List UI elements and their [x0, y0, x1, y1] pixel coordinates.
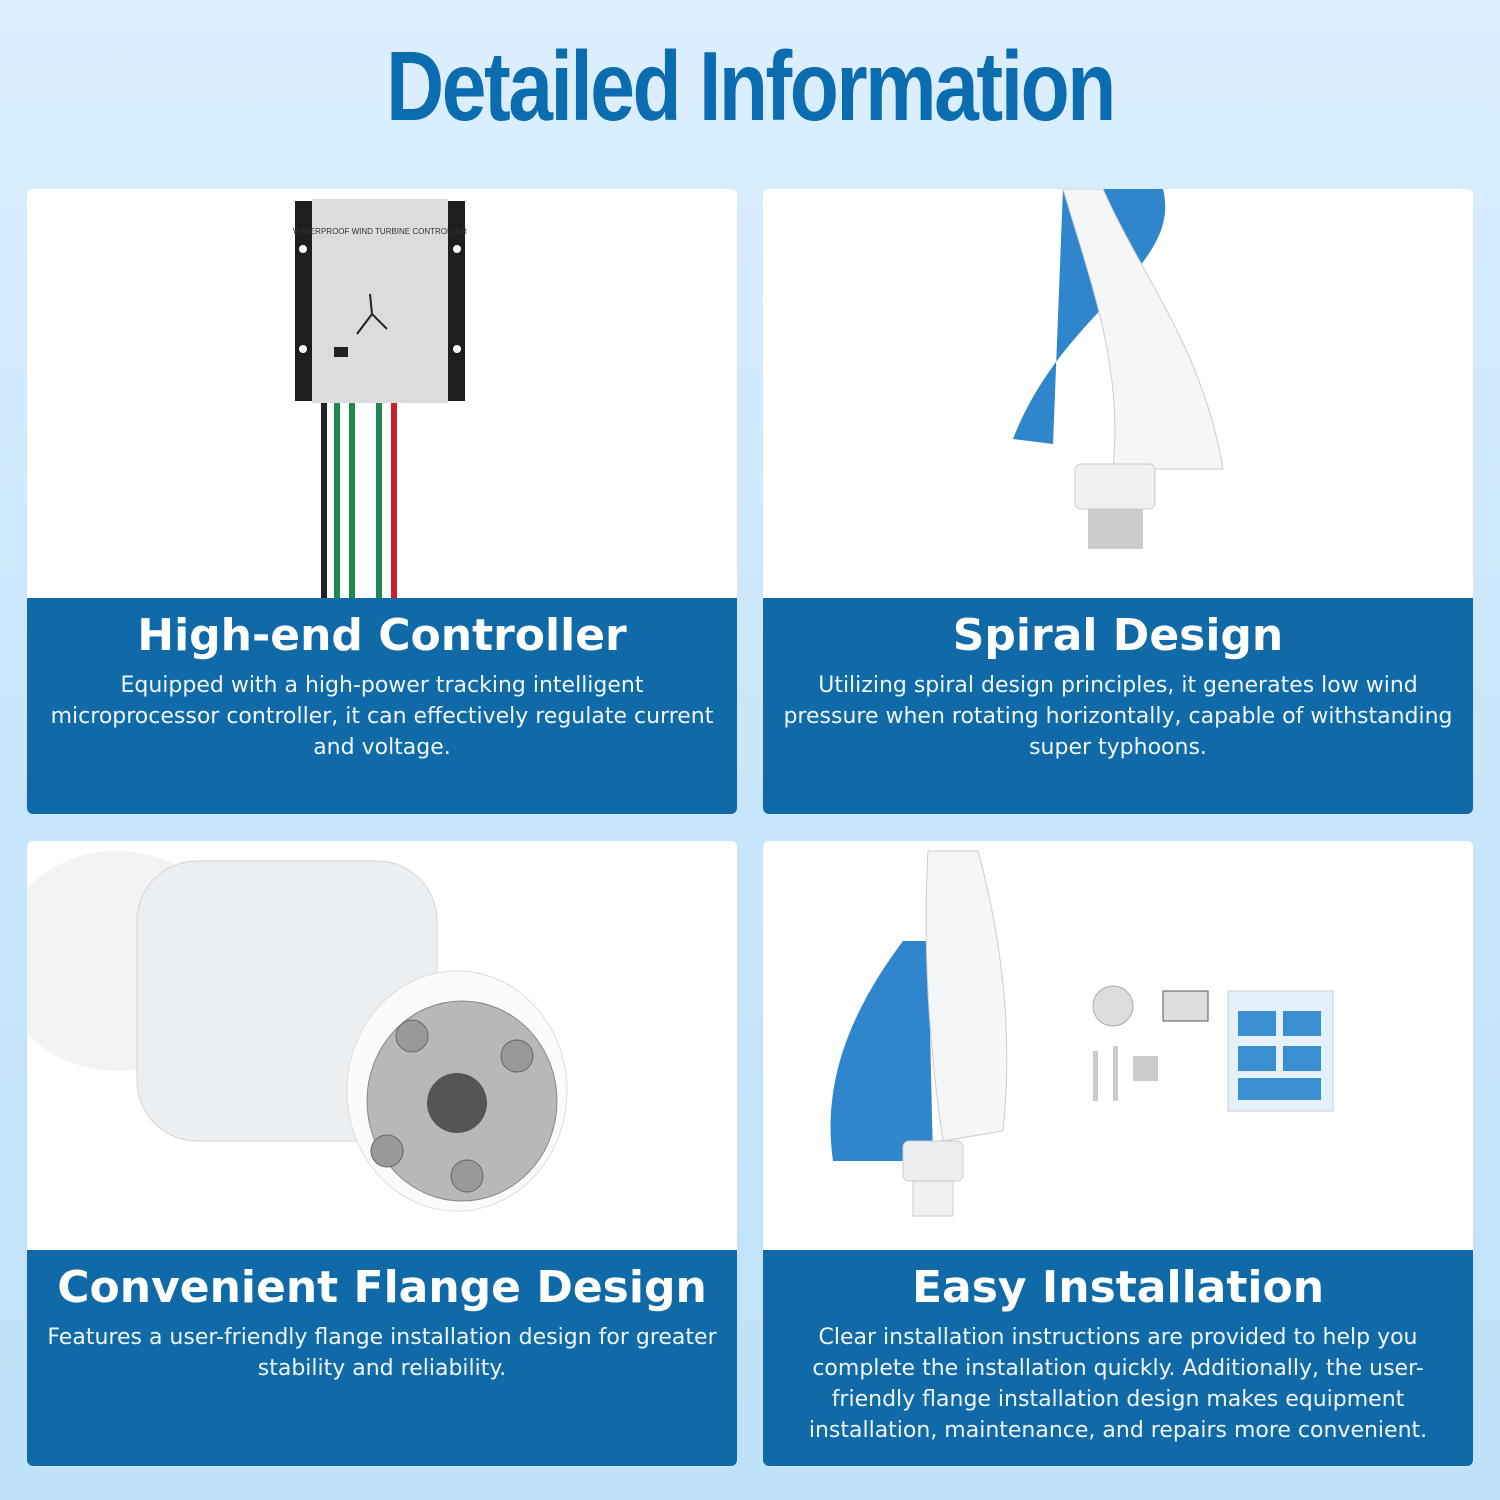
card-heading: Spiral Design	[952, 610, 1284, 661]
card-heading: Convenient Flange Design	[57, 1262, 707, 1313]
spiral-card: Spiral Design Utilizing spiral design pr…	[763, 189, 1473, 814]
flange-panel: Convenient Flange Design Features a user…	[27, 1250, 737, 1466]
svg-text:WATERPROOF WIND TURBINE CONTRO: WATERPROOF WIND TURBINE CONTROLLER	[293, 227, 467, 236]
card-text: Utilizing spiral design principles, it g…	[783, 673, 1453, 760]
controller-panel: High-end Controller Equipped with a high…	[27, 598, 737, 814]
flange-image	[27, 851, 568, 1212]
controller-image: WATERPROOF WIND TURBINE CONTROLLER	[293, 199, 467, 598]
card-text: Features a user-friendly flange installa…	[47, 1325, 717, 1381]
controller-card: WATERPROOF WIND TURBINE CONTROLLER High-…	[27, 189, 737, 814]
card-text: Equipped with a high-power tracking inte…	[50, 673, 714, 760]
spiral-blade-image	[1013, 189, 1224, 549]
installation-card: Easy Installation Clear installation ins…	[763, 841, 1473, 1466]
spiral-panel: Spiral Design Utilizing spiral design pr…	[763, 598, 1473, 814]
installation-panel: Easy Installation Clear installation ins…	[763, 1250, 1473, 1466]
flange-card: Convenient Flange Design Features a user…	[27, 841, 737, 1466]
kit-contents-image	[830, 850, 1334, 1217]
card-heading: High-end Controller	[137, 610, 627, 661]
page-title: Detailed Information	[386, 31, 1116, 141]
card-heading: Easy Installation	[911, 1262, 1325, 1313]
card-text: Clear installation instructions are prov…	[808, 1325, 1428, 1443]
